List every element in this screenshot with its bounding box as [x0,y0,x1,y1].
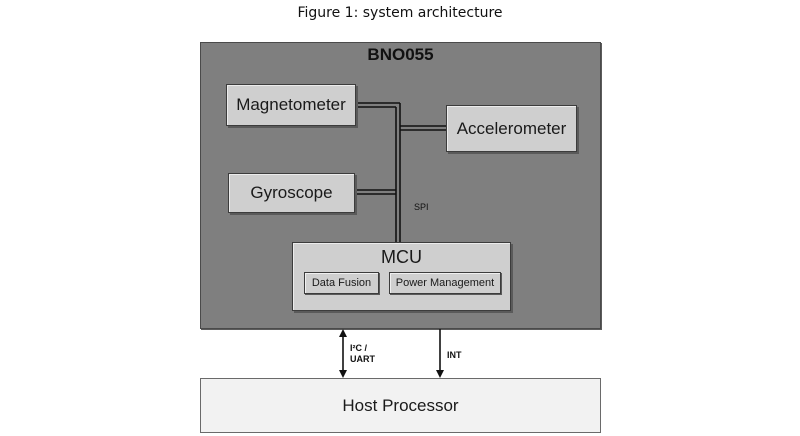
figure-caption: Figure 1: system architecture [297,5,503,21]
host-processor-block: Host Processor [200,378,601,433]
power-management-label: Power Management [395,277,495,289]
gyroscope-block: Gyroscope [228,173,355,213]
data-fusion-block: Data Fusion [304,272,379,294]
int-arrow-head-down [436,370,444,378]
i2c-uart-arrow-head-up [339,329,347,337]
accelerometer-block: Accelerometer [446,105,577,152]
int-label: INT [447,350,462,360]
i2c-uart-label-line1: I²C / [350,343,367,353]
mcu-label: MCU [381,247,422,267]
spi-label: SPI [414,202,429,212]
magnetometer-block: Magnetometer [226,84,356,126]
data-fusion-label: Data Fusion [311,277,372,289]
gyroscope-label: Gyroscope [250,183,333,202]
power-management-block: Power Management [389,272,501,294]
host-processor-label: Host Processor [342,395,459,415]
i2c-uart-arrow-head-down [339,370,347,378]
mcu-block: MCU Data Fusion Power Management [292,242,511,311]
magnetometer-label: Magnetometer [236,95,346,114]
chip-title: BNO055 [367,45,434,64]
i2c-uart-label-line2: UART [350,354,375,364]
accelerometer-label: Accelerometer [456,118,567,138]
